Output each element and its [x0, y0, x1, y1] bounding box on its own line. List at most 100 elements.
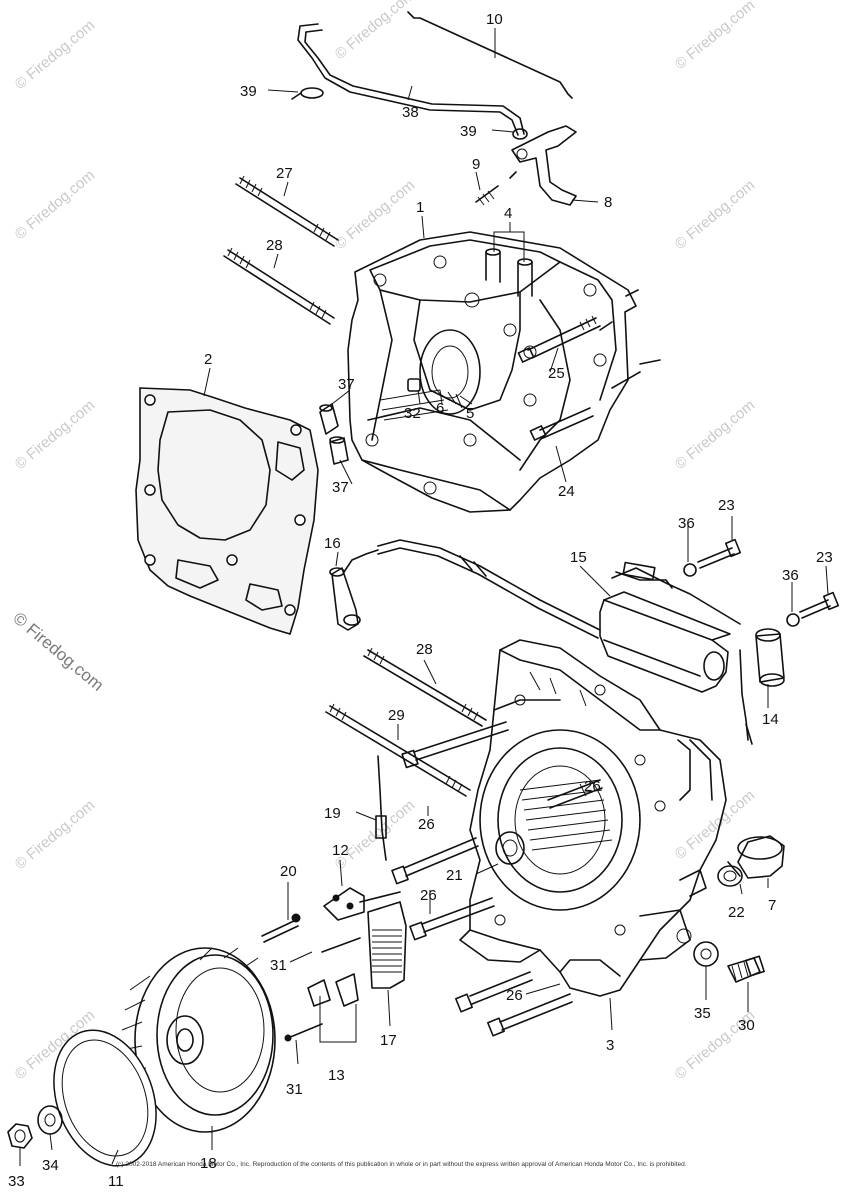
- screw-23-upper: [697, 538, 742, 569]
- stud-29: [325, 703, 471, 797]
- watermark-text: © Firedog.com: [332, 797, 418, 873]
- callout-33: 33: [8, 1173, 25, 1190]
- callout-39: 39: [460, 123, 477, 140]
- callout-19: 19: [324, 805, 341, 822]
- callout-30: 30: [738, 1017, 755, 1034]
- callout-26: 26: [418, 816, 435, 833]
- bracket: [511, 125, 577, 206]
- callout-24: 24: [558, 483, 575, 500]
- fan-cover: [53, 1029, 157, 1167]
- stud-28: [223, 247, 335, 325]
- callout-37: 37: [332, 479, 349, 496]
- upper-crankcase: [347, 231, 661, 513]
- small-pin-9: [475, 171, 517, 206]
- callout-28: 28: [416, 641, 433, 658]
- dowel-37-lower: [329, 436, 349, 465]
- screw-20: [261, 913, 301, 943]
- side-watermark: © Firedog.com: [9, 609, 107, 695]
- callout-29: 29: [388, 707, 405, 724]
- stud-28-lower: [363, 647, 487, 727]
- callout-26: 26: [584, 778, 601, 795]
- bolt-26-a: [401, 721, 509, 769]
- screw-31-upper: [321, 937, 361, 953]
- watermark-layer: © Firedog.com © Firedog.com © Firedog.co…: [9, 0, 758, 1083]
- bolt-26-d: [409, 897, 495, 941]
- plate-5: [455, 393, 463, 409]
- flywheel: [121, 947, 276, 1133]
- callout-26: 26: [506, 987, 523, 1004]
- callout-8: 8: [604, 194, 612, 211]
- callout-17: 17: [380, 1032, 397, 1049]
- lower-crankcase: [459, 639, 727, 997]
- spark-plug-cap: [329, 549, 379, 631]
- callout-21: 21: [446, 867, 463, 884]
- clamp-39-lower: [512, 128, 528, 140]
- lead-wire-19: [375, 755, 387, 861]
- callout-14: 14: [762, 711, 779, 728]
- callout-5: 5: [466, 405, 474, 422]
- watermark-text: © Firedog.com: [672, 397, 758, 473]
- callout-4: 4: [504, 205, 512, 222]
- callout-25: 25: [548, 365, 565, 382]
- watermark-text: © Firedog.com: [672, 177, 758, 253]
- callout-31: 31: [270, 957, 287, 974]
- breaker-point-12: [323, 887, 365, 921]
- callout-labels: 10 39 38 39 9 8 27 1 4 28 2 25 37 32 6 5…: [8, 11, 833, 1190]
- watermark-text: © Firedog.com: [332, 177, 418, 253]
- callout-34: 34: [42, 1157, 59, 1174]
- bolt-26-c: [391, 837, 479, 885]
- drain-bolt: [727, 955, 765, 983]
- callout-23: 23: [816, 549, 833, 566]
- callout-28: 28: [266, 237, 283, 254]
- callout-32: 32: [404, 405, 421, 422]
- ignition-lead: [377, 539, 601, 639]
- washer-34: [37, 1105, 63, 1135]
- callout-10: 10: [486, 11, 503, 28]
- callout-22: 22: [728, 904, 745, 921]
- dowel-pin-32: [407, 378, 421, 392]
- oil-filler-cap: [727, 835, 785, 879]
- stud-27: [235, 175, 339, 247]
- watermark-text: © Firedog.com: [672, 787, 758, 863]
- seal-6: [439, 389, 443, 405]
- callout-15: 15: [570, 549, 587, 566]
- bolt-26-b: [547, 779, 603, 809]
- leader-lines: [19, 28, 829, 1166]
- gasket: [135, 387, 319, 635]
- exciter-coil-17: [359, 891, 407, 989]
- callout-18: 18: [200, 1155, 217, 1172]
- callout-1: 1: [416, 199, 424, 216]
- callout-7: 7: [768, 897, 776, 914]
- clamp-39-top: [291, 87, 324, 100]
- screw-31-lower: [284, 1023, 323, 1042]
- callout-38: 38: [402, 104, 419, 121]
- callout-35: 35: [694, 1005, 711, 1022]
- callout-12: 12: [332, 842, 349, 859]
- watermark-text: © Firedog.com: [332, 0, 418, 63]
- callout-39: 39: [240, 83, 257, 100]
- nut-33: [7, 1123, 33, 1149]
- callout-37: 37: [338, 376, 355, 393]
- screw-36-lower: [786, 613, 800, 627]
- watermark-text: © Firedog.com: [12, 397, 98, 473]
- callout-36: 36: [782, 567, 799, 584]
- callout-31: 31: [286, 1081, 303, 1098]
- copyright-footer: (c) 2002-2018 American Honda Motor Co., …: [116, 1161, 687, 1168]
- breather-tube: [297, 23, 525, 136]
- callout-11: 11: [108, 1173, 124, 1190]
- control-rod: [407, 11, 573, 99]
- callout-13: 13: [328, 1067, 345, 1084]
- callout-9: 9: [472, 156, 480, 173]
- condenser: [739, 628, 785, 745]
- callout-20: 20: [280, 863, 297, 880]
- callout-2: 2: [204, 351, 212, 368]
- washer-35: [693, 941, 719, 967]
- bolt-26-e: [455, 971, 573, 1037]
- dowel-37-upper: [319, 403, 339, 435]
- ignition-coil: [599, 561, 741, 693]
- watermark-text: © Firedog.com: [12, 797, 98, 873]
- watermark-text: © Firedog.com: [12, 167, 98, 243]
- watermark-text: © Firedog.com: [12, 17, 98, 93]
- callout-23: 23: [718, 497, 735, 514]
